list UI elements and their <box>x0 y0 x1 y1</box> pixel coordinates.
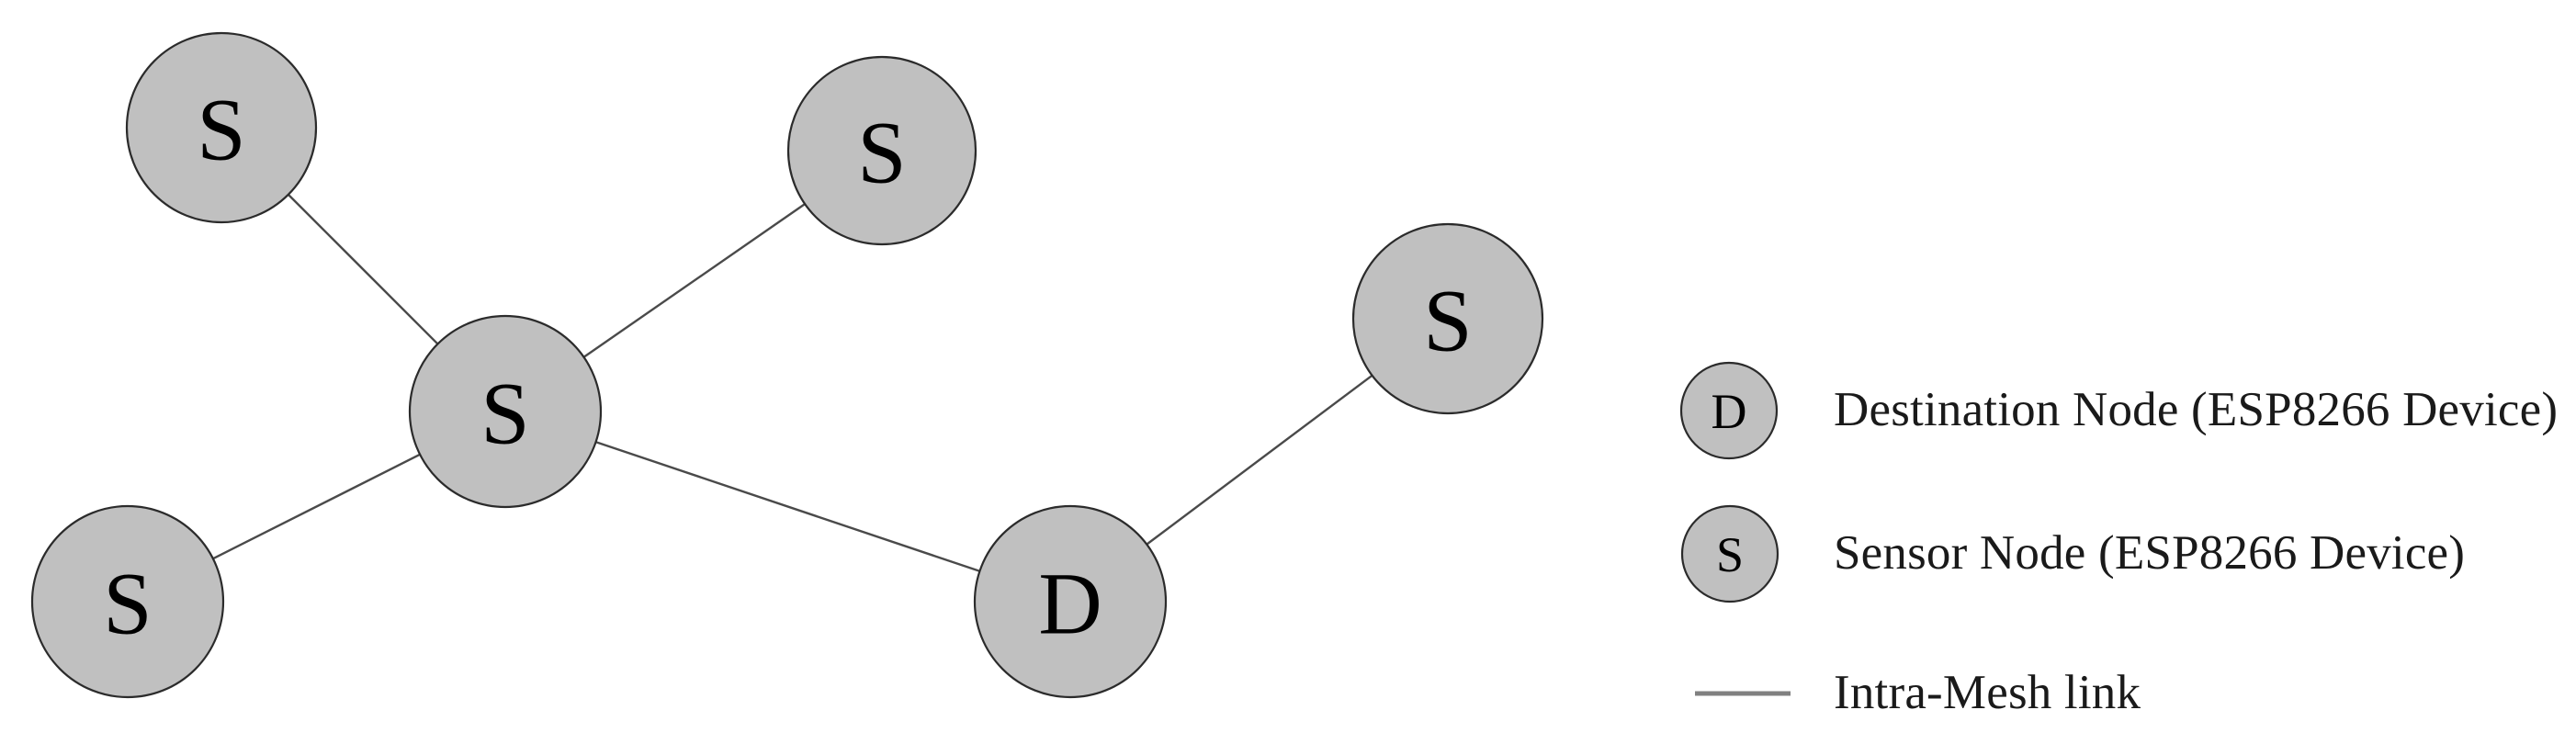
node-circle <box>125 31 318 224</box>
mesh-node-d-destination[interactable]: D <box>973 504 1168 699</box>
node-label: D <box>1038 555 1102 653</box>
node-circle <box>973 504 1168 699</box>
legend-badge-circle <box>1679 361 1779 460</box>
node-circle <box>408 314 603 509</box>
mesh-node-s-right[interactable]: S <box>1351 222 1544 415</box>
node-circle <box>1351 222 1544 415</box>
node-label: S <box>1423 272 1472 370</box>
node-label: S <box>197 81 245 179</box>
legend-symbol-layer: DS <box>1679 361 1791 696</box>
edge-layer <box>211 193 1374 573</box>
mesh-node-s-top-mid[interactable]: S <box>786 55 977 246</box>
legend-badge-label: S <box>1716 527 1744 582</box>
mesh-link-edge <box>287 193 440 346</box>
node-label: S <box>857 104 906 202</box>
mesh-link-edge <box>594 440 981 573</box>
legend-badge-circle <box>1680 504 1779 603</box>
legend-item-label: Intra-Mesh link <box>1834 666 2141 719</box>
mesh-link-edge <box>582 202 807 359</box>
legend-item-label: Destination Node (ESP8266 Device) <box>1834 383 2559 436</box>
legend-badge-label: D <box>1712 384 1747 439</box>
node-circle <box>30 504 225 699</box>
mesh-node-s-hub[interactable]: S <box>408 314 603 509</box>
node-label: S <box>103 555 152 653</box>
mesh-node-s-top-left[interactable]: S <box>125 31 318 224</box>
node-layer: S S S S D S <box>30 31 1544 699</box>
legend-symbol-s-badge: S <box>1680 504 1779 603</box>
mesh-link-edge <box>211 453 422 560</box>
node-circle <box>786 55 977 246</box>
mesh-node-s-bottom-left[interactable]: S <box>30 504 225 699</box>
node-label: S <box>480 365 529 463</box>
legend-symbol-d-badge: D <box>1679 361 1779 460</box>
mesh-link-edge <box>1145 374 1374 547</box>
legend-item-label: Sensor Node (ESP8266 Device) <box>1834 526 2466 580</box>
